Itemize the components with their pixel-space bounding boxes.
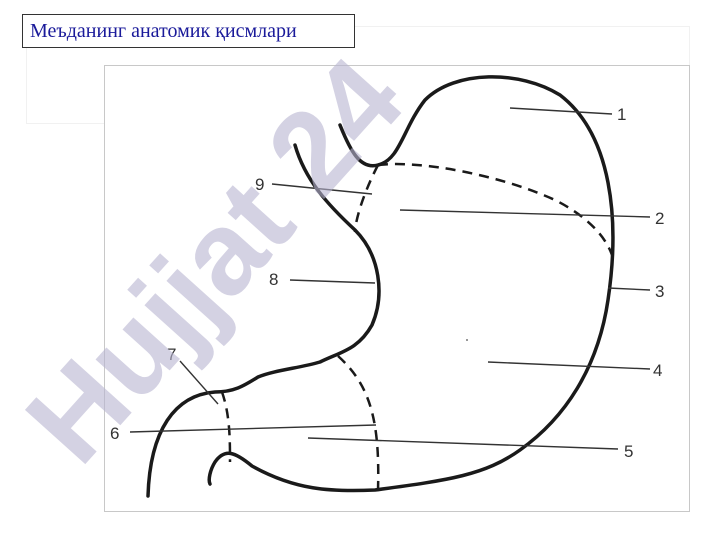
label-5: 5 (624, 442, 633, 461)
leader-line-7 (179, 360, 219, 405)
leader-line-9 (271, 183, 373, 195)
leader-line-8 (289, 279, 376, 284)
body-antrum-dashed-line (337, 355, 380, 491)
speck-dot (466, 339, 468, 341)
leader-line-3 (607, 287, 651, 291)
leader-line-1 (509, 107, 613, 115)
label-4: 4 (653, 361, 662, 380)
pylorus-dashed-line (220, 391, 232, 463)
cardia-fundus-dashed-line (353, 164, 380, 233)
label-9: 9 (255, 175, 264, 194)
leader-line-2 (399, 209, 651, 218)
greater-curvature (207, 75, 615, 493)
slide-title: Меъданинг анатомик қисмлари (22, 14, 355, 48)
fundus-body-dashed-line (377, 162, 614, 256)
label-1: 1 (617, 105, 626, 124)
label-8: 8 (269, 270, 278, 289)
leader-line-4 (487, 361, 651, 370)
leader-line-6 (129, 424, 377, 433)
watermark: Hujjat 24 (1, 34, 428, 488)
label-2: 2 (655, 209, 664, 228)
leader-line-5 (307, 437, 619, 450)
label-6: 6 (110, 424, 119, 443)
figure-frame (104, 65, 690, 512)
label-7: 7 (167, 345, 176, 364)
label-3: 3 (655, 282, 664, 301)
